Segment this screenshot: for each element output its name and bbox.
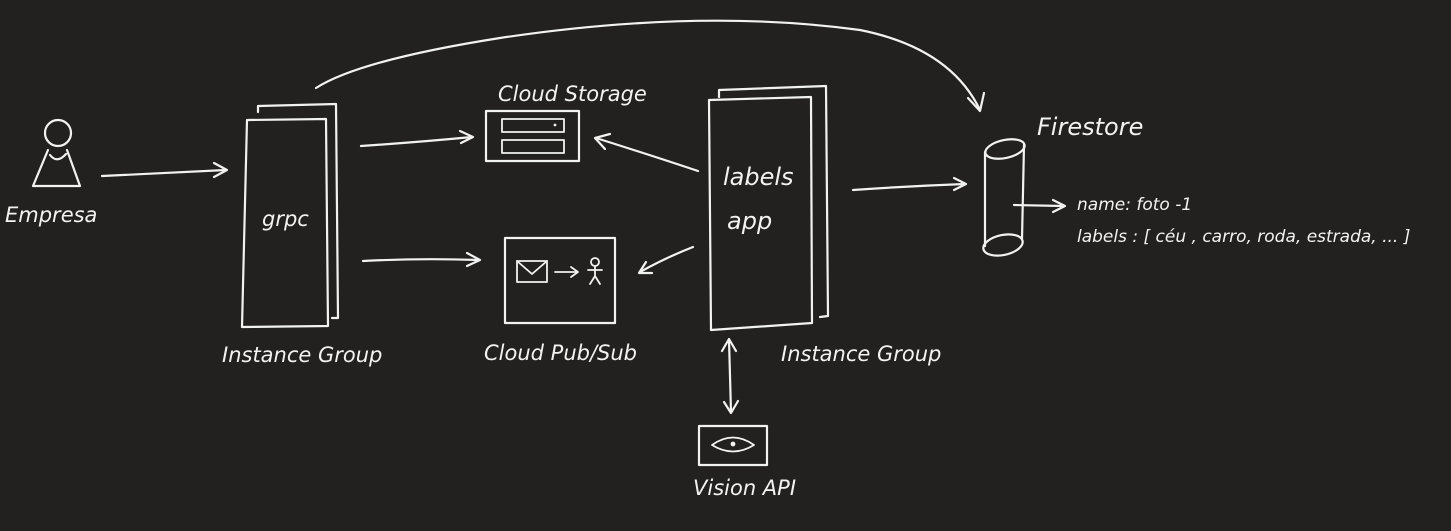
grpc-instance-group-icon [240, 102, 340, 329]
empresa-label: Empresa [5, 203, 97, 227]
cloud-pubsub-icon [503, 236, 617, 325]
cloud-storage-label: Cloud Storage [498, 82, 647, 106]
document-name-field: name: foto -1 [1077, 195, 1192, 215]
arrow-labels-app-to-cloud-storage [593, 132, 700, 173]
labels-app-label-line2: app [727, 207, 772, 235]
labels-app-label-line1: labels [723, 163, 794, 191]
arrow-labels-app-to-pubsub [637, 245, 695, 275]
firestore-label: Firestore [1037, 113, 1143, 141]
arrow-firestore-to-document [1012, 198, 1067, 214]
arrow-empresa-to-grpc [100, 161, 229, 179]
vision-api-icon [697, 424, 769, 467]
empresa-actor-icon [31, 118, 82, 188]
firestore-database-icon [982, 138, 1026, 257]
arrow-grpc-to-firestore [314, 19, 986, 113]
cloud-pubsub-label: Cloud Pub/Sub [484, 341, 637, 365]
grpc-label: grpc [262, 207, 309, 231]
arrow-labels-app-to-firestore [851, 176, 968, 192]
arrow-grpc-to-pubsub [361, 251, 482, 268]
arrow-labels-app-vision-api [720, 337, 740, 415]
cloud-storage-icon [484, 109, 581, 163]
labels-app-instance-group-label: Instance Group [781, 342, 941, 366]
vision-api-label: Vision API [693, 476, 796, 500]
labels-app-instance-group-icon [707, 84, 830, 332]
grpc-instance-group-label: Instance Group [222, 343, 382, 367]
arrow-grpc-to-cloud-storage [359, 129, 475, 148]
document-labels-field: labels : [ céu , carro, roda, estrada, .… [1077, 227, 1410, 247]
